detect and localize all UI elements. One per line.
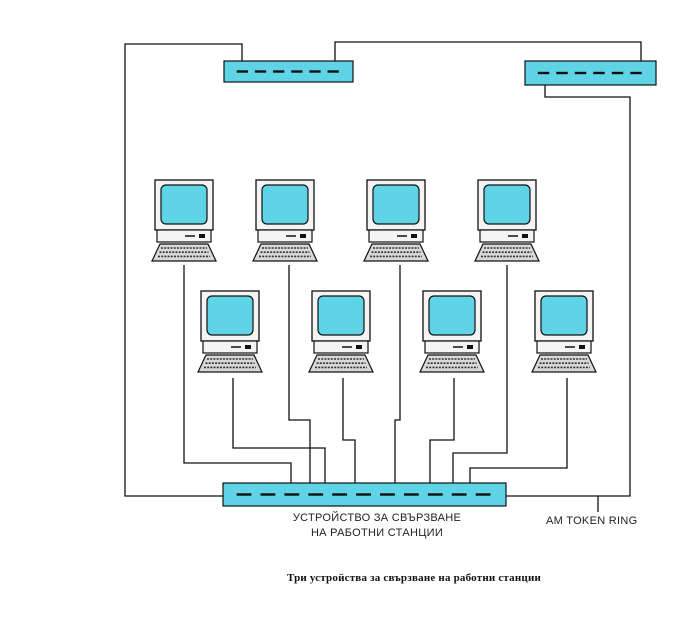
power-led-icon bbox=[356, 345, 362, 349]
hub-top-left bbox=[223, 60, 354, 83]
workstation-4 bbox=[474, 179, 540, 262]
keyboard bbox=[474, 243, 540, 262]
hubs bbox=[222, 60, 657, 507]
hub-bottom bbox=[222, 482, 507, 507]
keyboard bbox=[419, 354, 485, 373]
workstation-3 bbox=[363, 179, 429, 262]
power-led-icon bbox=[522, 234, 528, 238]
cable-10 bbox=[342, 378, 356, 483]
hub-label-line2: НА РАБОТНИ СТАНЦИИ bbox=[310, 527, 444, 539]
figure-caption: Три устройства за свързване на работни с… bbox=[286, 572, 542, 584]
cable-3 bbox=[506, 85, 631, 497]
monitor-screen bbox=[160, 184, 208, 225]
workstation-6 bbox=[308, 290, 374, 373]
base-unit bbox=[313, 340, 369, 354]
cable-12 bbox=[469, 378, 568, 483]
monitor-screen bbox=[206, 295, 254, 336]
monitor-screen bbox=[261, 184, 309, 225]
base-unit bbox=[424, 340, 480, 354]
power-led-icon bbox=[245, 345, 251, 349]
hub-top-left-body bbox=[223, 60, 354, 83]
base-unit bbox=[479, 229, 535, 243]
hub-label-line1: УСТРОЙСТВО ЗА СВЪРЗВАНЕ bbox=[292, 512, 462, 524]
cable-11 bbox=[429, 378, 455, 483]
cable-8 bbox=[452, 265, 508, 483]
keyboard bbox=[363, 243, 429, 262]
token-ring-label: AM TOKEN RING bbox=[546, 515, 638, 527]
workstation-5 bbox=[197, 290, 263, 373]
cables bbox=[124, 41, 642, 512]
cable-2 bbox=[334, 41, 642, 61]
power-led-icon bbox=[199, 234, 205, 238]
base-unit bbox=[368, 229, 424, 243]
cable-7 bbox=[394, 265, 401, 483]
cable-9 bbox=[232, 378, 326, 483]
workstation-2 bbox=[252, 179, 318, 262]
workstation-7 bbox=[419, 290, 485, 373]
power-led-icon bbox=[467, 345, 473, 349]
hub-top-right bbox=[524, 60, 657, 86]
base-unit bbox=[257, 229, 313, 243]
base-unit bbox=[536, 340, 592, 354]
monitor-screen bbox=[372, 184, 420, 225]
keyboard bbox=[197, 354, 263, 373]
monitor-screen bbox=[483, 184, 531, 225]
keyboard bbox=[151, 243, 217, 262]
monitor-screen bbox=[540, 295, 588, 336]
workstation-8 bbox=[531, 290, 597, 373]
cable-1 bbox=[124, 43, 243, 497]
power-led-icon bbox=[579, 345, 585, 349]
keyboard bbox=[531, 354, 597, 373]
monitor-screen bbox=[317, 295, 365, 336]
power-led-icon bbox=[411, 234, 417, 238]
workstation-1 bbox=[151, 179, 217, 262]
cable-5 bbox=[183, 265, 292, 483]
power-led-icon bbox=[300, 234, 306, 238]
base-unit bbox=[156, 229, 212, 243]
keyboard bbox=[308, 354, 374, 373]
base-unit bbox=[202, 340, 258, 354]
workstations bbox=[151, 179, 597, 373]
keyboard bbox=[252, 243, 318, 262]
monitor-screen bbox=[428, 295, 476, 336]
cable-6 bbox=[288, 265, 311, 483]
